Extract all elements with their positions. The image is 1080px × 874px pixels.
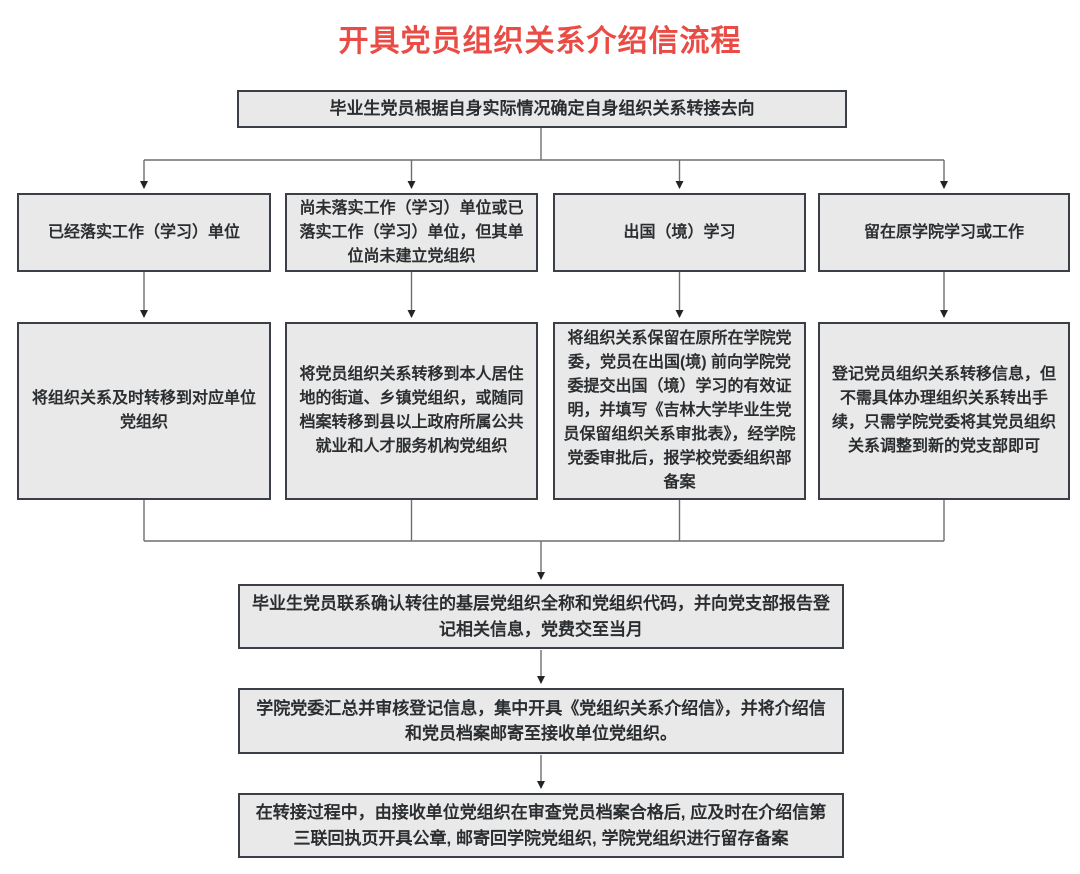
branch-1-condition-node: 已经落实工作（学习）单位 [17, 193, 271, 272]
branch-2-condition-node: 尚未落实工作（学习）单位或已落实工作（学习）单位，但其单位尚未建立党组织 [285, 193, 538, 272]
connector-merge [143, 500, 945, 580]
branch-2-action-label: 将党员组织关系转移到本人居住地的街道、乡镇党组织，或随同档案转移到县以上政府所属… [299, 366, 524, 455]
branch-4-condition-label: 留在原学院学习或工作 [863, 223, 1024, 241]
branch-3-action-label: 将组织关系保留在原所在学院党委，党员在出国(境) 前向学院党委提交出国（境）学习… [563, 330, 796, 491]
branch-1-condition-label: 已经落实工作（学习）单位 [47, 223, 240, 241]
branch-4-condition-node: 留在原学院学习或工作 [818, 193, 1070, 272]
final-step-3-node: 在转接过程中，由接收单位党组织在审查党员档案合格后, 应及时在介绍信第三联回执页… [238, 793, 844, 858]
branch-1-action-node: 将组织关系及时转移到对应单位党组织 [17, 322, 271, 500]
final-step-1-node: 毕业生党员联系确认转往的基层党组织全称和党组织代码，并向党支部报告登记相关信息，… [238, 584, 844, 649]
branch-3-condition-label: 出国（境）学习 [623, 223, 736, 241]
start-node: 毕业生党员根据自身实际情况确定自身组织关系转接去向 [237, 90, 847, 128]
page-title: 开具党员组织关系介绍信流程 [338, 25, 742, 58]
branch-3-condition-node: 出国（境）学习 [553, 193, 806, 272]
branch-2-condition-label: 尚未落实工作（学习）单位或已落实工作（学习）单位，但其单位尚未建立党组织 [299, 199, 524, 265]
final-step-2-label: 学院党委汇总并审核登记信息，集中开具《党组织关系介绍信》，并将介绍信和党员档案邮… [256, 698, 826, 744]
branch-1-action-label: 将组织关系及时转移到对应单位党组织 [31, 390, 256, 431]
branch-4-action-label: 登记党员组织关系转移信息，但不需具体办理组织关系转出手续，只需学院党委将其党员组… [831, 366, 1056, 455]
final-step-3-label: 在转接过程中，由接收单位党组织在审查党员档案合格后, 应及时在介绍信第三联回执页… [255, 803, 827, 848]
branch-3-action-node: 将组织关系保留在原所在学院党委，党员在出国(境) 前向学院党委提交出国（境）学习… [553, 322, 806, 500]
branch-2-action-node: 将党员组织关系转移到本人居住地的街道、乡镇党组织，或随同档案转移到县以上政府所属… [285, 322, 538, 500]
final-step-2-node: 学院党委汇总并审核登记信息，集中开具《党组织关系介绍信》，并将介绍信和党员档案邮… [238, 688, 844, 754]
final-step-1-label: 毕业生党员联系确认转往的基层党组织全称和党组织代码，并向党支部报告登记相关信息，… [252, 594, 830, 639]
connector-start-fanout [140, 128, 948, 189]
start-node-label: 毕业生党员根据自身实际情况确定自身组织关系转接去向 [329, 99, 755, 119]
branch-4-action-node: 登记党员组织关系转移信息，但不需具体办理组织关系转出手续，只需学院党委将其党员组… [818, 322, 1070, 500]
connector-condition-to-action [140, 272, 948, 318]
